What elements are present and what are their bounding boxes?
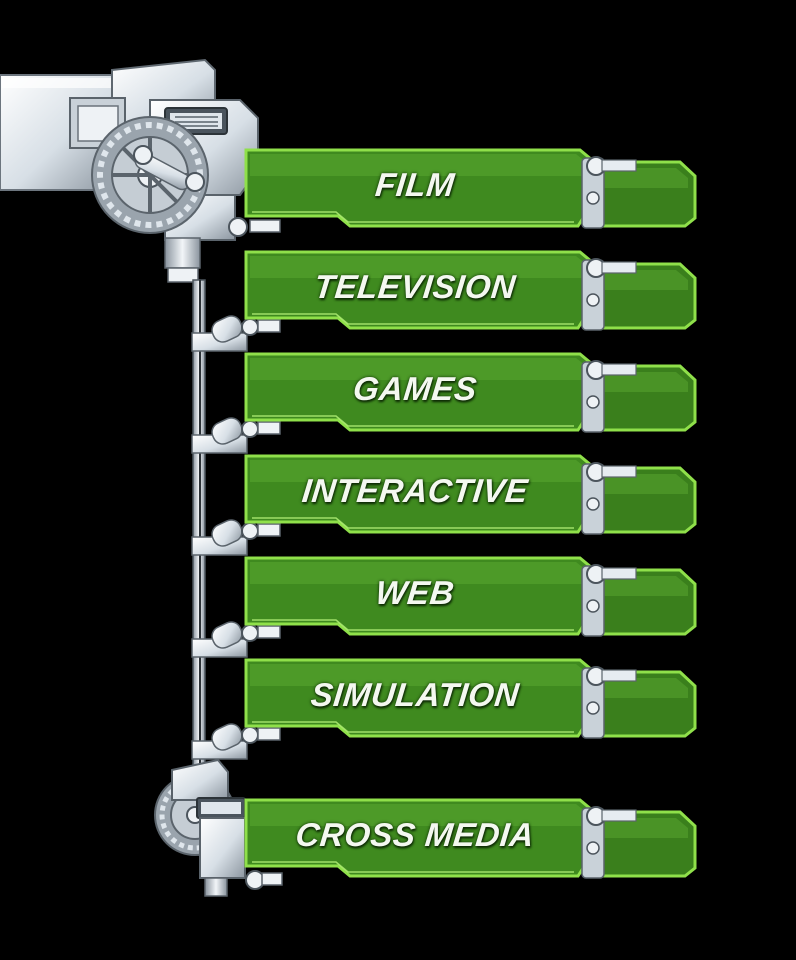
menu-item-label: TELEVISION <box>312 268 518 305</box>
menu-panel <box>244 352 697 433</box>
menu-item-web[interactable]: WEB <box>240 554 700 644</box>
menu-item-label: CROSS MEDIA <box>293 816 537 853</box>
menu-panel <box>244 658 697 739</box>
menu-panel <box>244 798 697 879</box>
menu-panel <box>244 454 697 535</box>
menu-item-film[interactable]: FILM <box>240 146 700 236</box>
menu-item-simulation[interactable]: SIMULATION <box>240 656 700 746</box>
gear-icon <box>91 116 209 234</box>
menu-item-games[interactable]: GAMES <box>240 350 700 440</box>
robotic-arm-icon <box>0 58 259 283</box>
menu-item-label: GAMES <box>351 370 479 407</box>
menu-item-label: INTERACTIVE <box>300 472 530 509</box>
menu-item-cross-media[interactable]: CROSS MEDIA <box>240 796 700 886</box>
menu-panel <box>244 148 697 229</box>
menu-item-label: WEB <box>373 574 457 611</box>
menu-item-label: FILM <box>373 166 457 203</box>
menu-panel <box>244 556 697 637</box>
menu-item-label: SIMULATION <box>309 676 521 713</box>
menu-panel <box>244 250 697 331</box>
menu-item-interactive[interactable]: INTERACTIVE <box>240 452 700 542</box>
piston-icon <box>133 145 205 192</box>
menu-item-television[interactable]: TELEVISION <box>240 248 700 338</box>
